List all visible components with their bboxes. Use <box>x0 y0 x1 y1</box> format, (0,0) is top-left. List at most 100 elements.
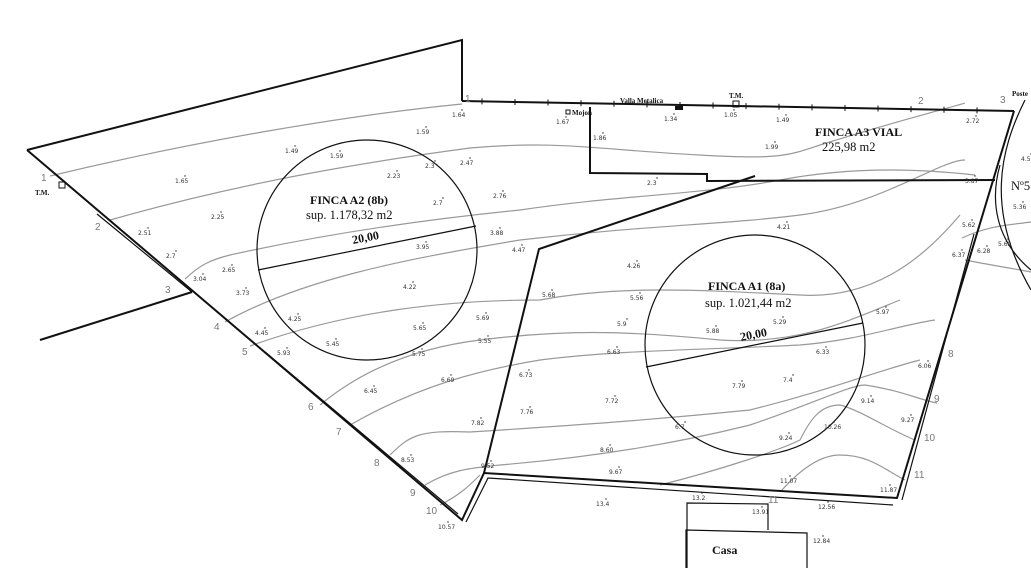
a2-area: sup. 1.178,32 m2 <box>306 208 392 222</box>
survey-point <box>961 249 963 251</box>
survey-point <box>147 227 149 229</box>
survey-point <box>605 498 607 500</box>
survey-point <box>715 325 717 327</box>
survey-point <box>450 374 452 376</box>
survey-point <box>825 346 827 348</box>
survey-point <box>521 244 523 246</box>
survey-point <box>636 260 638 262</box>
elevation-label: 5.45 <box>326 341 340 348</box>
elevation-label: 5.65 <box>413 325 427 332</box>
elevation-label: 4.25 <box>288 316 302 323</box>
fence-post-icon <box>675 106 683 110</box>
vertex-number: 5 <box>242 347 248 358</box>
house-label: Casa <box>712 543 737 557</box>
survey-point <box>294 145 296 147</box>
elevation-label: 9.24 <box>779 435 793 442</box>
survey-point <box>421 348 423 350</box>
elevation-label: 9.52 <box>481 463 495 470</box>
elevation-label: 5.68 <box>542 292 556 299</box>
survey-point <box>618 466 620 468</box>
survey-point <box>487 335 489 337</box>
tm-label: T.M. <box>35 189 50 197</box>
mojon-label: Mojon <box>572 109 592 117</box>
vertex-number: 11 <box>914 470 925 481</box>
vertex-number: 9 <box>410 488 416 499</box>
survey-point <box>339 150 341 152</box>
survey-point <box>701 492 703 494</box>
elevation-label: 6.63 <box>607 349 621 356</box>
survey-point <box>910 414 912 416</box>
survey-point <box>245 287 247 289</box>
house-main <box>685 529 808 568</box>
survey-point <box>609 444 611 446</box>
elevation-label: 5.88 <box>706 328 720 335</box>
survey-point <box>782 316 784 318</box>
elevation-label: 12.56 <box>818 504 835 511</box>
elevation-label: 1.64 <box>452 112 466 119</box>
vertex-number: 2 <box>918 96 924 107</box>
fence-label: Valla Metalica <box>620 97 664 105</box>
contour-lines <box>49 102 1031 506</box>
elevation-label: 1.59 <box>330 153 344 160</box>
elevation-label: 4.47 <box>512 247 526 254</box>
vertex-number: 9 <box>934 394 940 405</box>
elevation-label: 2.72 <box>966 118 980 125</box>
elevation-label: 2.7 <box>433 200 443 207</box>
west-double-line <box>96 213 193 293</box>
survey-point <box>184 175 186 177</box>
elevation-label: 1.99 <box>765 144 779 151</box>
a2-circle <box>256 139 478 361</box>
elevation-label: 4.22 <box>403 284 417 291</box>
fence-line <box>461 100 1015 112</box>
survey-point <box>551 289 553 291</box>
survey-point <box>733 109 735 111</box>
elevation-label: 6.45 <box>364 388 378 395</box>
elevation-label: 2.3 <box>647 180 657 187</box>
a1-diameter: 20,00 <box>739 325 768 344</box>
survey-point <box>335 338 337 340</box>
elevation-label: 5.62 <box>962 222 976 229</box>
survey-point <box>789 475 791 477</box>
elevation-label: 5.55 <box>478 338 492 345</box>
survey-point <box>870 395 872 397</box>
survey-point <box>626 318 628 320</box>
neighbor-label: Nº5 <box>1011 179 1030 193</box>
survey-point <box>469 157 471 159</box>
survey-point <box>822 535 824 537</box>
survey-point <box>425 126 427 128</box>
elevation-label: 1.67 <box>556 119 570 126</box>
survey-point <box>684 421 686 423</box>
survey-point <box>373 385 375 387</box>
elevation-label: 13.91 <box>752 509 769 516</box>
tm-marker-icon <box>58 181 66 189</box>
elevation-label: 4.21 <box>777 224 791 231</box>
survey-point <box>889 484 891 486</box>
survey-point <box>741 380 743 382</box>
elevation-label: 3.87 <box>965 178 979 185</box>
survey-point <box>447 521 449 523</box>
survey-point <box>502 190 504 192</box>
a1-title: FINCA A1 (8a) <box>708 279 785 293</box>
mojon-marker-icon <box>565 109 571 115</box>
survey-point <box>264 327 266 329</box>
elevation-label: 6.73 <box>519 372 533 379</box>
survey-point <box>231 264 233 266</box>
vertex-number: 10 <box>924 433 936 444</box>
vertex-number: 10 <box>426 506 438 517</box>
elevation-label: 4.45 <box>255 330 269 337</box>
a1-area: sup. 1.021,44 m2 <box>705 296 791 310</box>
elevation-label: 2.7 <box>166 253 176 260</box>
survey-point <box>785 114 787 116</box>
tm-label: T.M. <box>729 92 744 100</box>
vertex-number: 11 <box>768 495 779 506</box>
vertex-number: 1 <box>41 173 47 184</box>
west-double-line-2 <box>264 351 459 515</box>
neighbor-arc <box>994 164 1031 271</box>
survey-point <box>1022 201 1024 203</box>
a1-diameter-line <box>645 322 864 368</box>
elevation-label: 1.86 <box>593 135 607 142</box>
elevation-label: 1.65 <box>175 178 189 185</box>
elevation-label: 4.26 <box>627 263 641 270</box>
east-double-line <box>901 233 975 501</box>
west-boundary <box>26 110 1015 522</box>
